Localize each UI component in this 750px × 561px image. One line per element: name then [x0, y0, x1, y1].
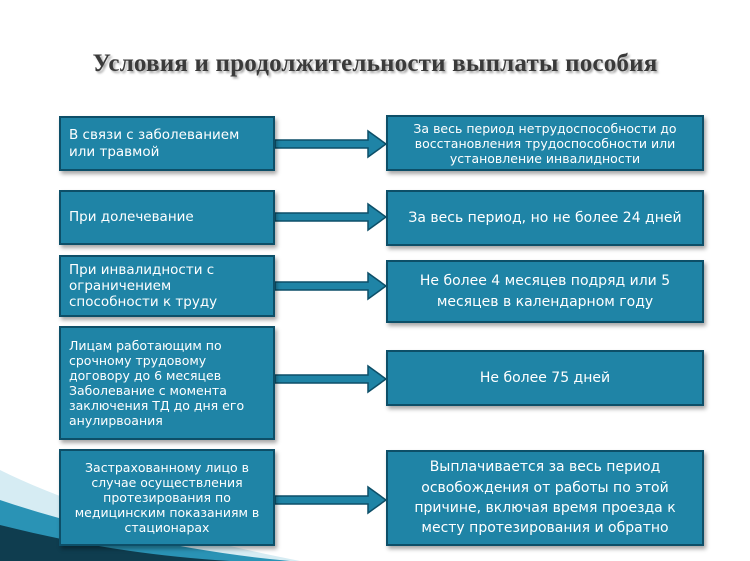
duration-text-1: За весь период нетрудоспособности до вос… [413, 120, 677, 166]
condition-box-4: Лицам работающим по срочному трудовому д… [59, 326, 275, 440]
condition-text-5: Застрахованному лицо в случае осуществле… [74, 460, 260, 535]
duration-text-2: За весь период, но не более 24 дней [408, 209, 682, 226]
duration-text-5: Выплачивается за весь период освобождени… [414, 459, 676, 537]
arrow-row-5 [274, 485, 388, 515]
arrow-row-3 [274, 271, 388, 301]
page-title: Условия и продолжительности выплаты посо… [92, 50, 658, 77]
condition-box-5: Застрахованному лицо в случае осуществле… [59, 449, 275, 546]
duration-box-4: Не более 75 дней [386, 350, 704, 406]
duration-box-5: Выплачивается за весь период освобождени… [386, 450, 704, 546]
condition-text-1: В связи с заболеванием или травмой [69, 127, 240, 160]
duration-box-3: Не более 4 месяцев подряд или 5 месяцев … [386, 260, 704, 323]
duration-text-4: Не более 75 дней [479, 369, 611, 386]
condition-text-4: Лицам работающим по срочному трудовому д… [69, 338, 245, 428]
condition-box-2: При долечевание [59, 190, 275, 245]
arrow-row-1 [274, 129, 388, 159]
duration-text-3: Не более 4 месяцев подряд или 5 месяцев … [419, 273, 671, 310]
condition-box-3: При инвалидности с ограничением способно… [59, 255, 275, 317]
condition-text-3: При инвалидности с ограничением способно… [69, 261, 218, 311]
arrow-row-4 [274, 364, 388, 394]
duration-box-2: За весь период, но не более 24 дней [386, 190, 704, 246]
duration-box-1: За весь период нетрудоспособности до вос… [386, 115, 704, 171]
arrow-row-2 [274, 202, 388, 232]
condition-text-2: При долечевание [69, 209, 194, 226]
condition-box-1: В связи с заболеванием или травмой [59, 116, 275, 171]
